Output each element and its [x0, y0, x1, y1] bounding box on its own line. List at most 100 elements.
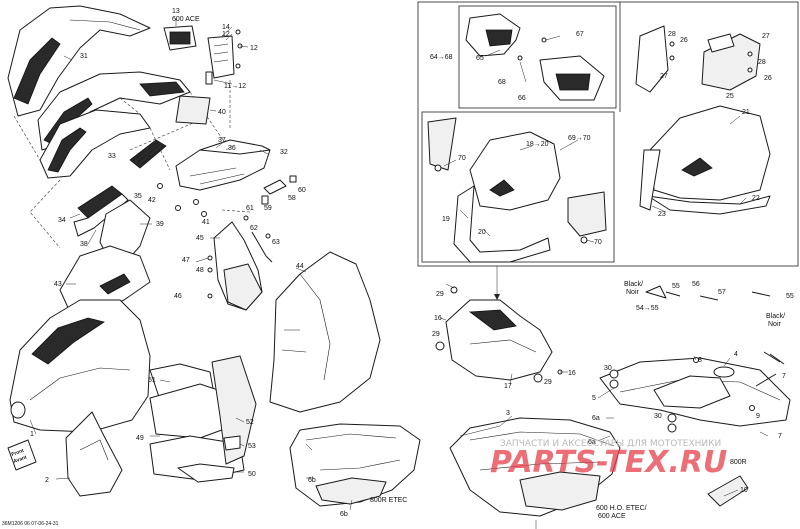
lower-nose-2 [65, 411, 123, 497]
side-panel-31 [7, 5, 151, 117]
callout-56: 56 [692, 281, 700, 288]
callout-59: 59 [264, 205, 272, 212]
handguard-65-vent [485, 29, 513, 47]
callout-28-2: 28 [758, 59, 766, 66]
fastener-67 [541, 37, 547, 43]
callout-3: 3 [506, 410, 510, 417]
callout-18-20: 18→20 [526, 141, 549, 148]
callout-57: 57 [718, 289, 726, 296]
windshield-21-logo [681, 157, 713, 177]
callout-5: 5 [592, 395, 596, 402]
callout-66: 66 [518, 95, 526, 102]
callout-6b-1: 6b [308, 477, 316, 484]
callout-29-3: 29 [544, 379, 552, 386]
callout-35: 35 [134, 193, 142, 200]
clip-56 [699, 295, 719, 301]
note-800r: 800R [730, 459, 747, 466]
note-600-ho-line1: 600 H.O. ETEC/ [596, 505, 647, 512]
belly-pan-800r-lines [305, 433, 401, 471]
fastener-42 [193, 199, 199, 205]
callout-6b-2: 6b [340, 511, 348, 518]
callout-50: 50 [248, 471, 256, 478]
front-stamp-line2: Avant [13, 454, 28, 464]
vent-4 [713, 366, 735, 378]
fastener-9 [749, 405, 755, 411]
diagram-reference: 36M1206 06 07-06-24-31 [2, 521, 59, 527]
front-stamp-line1: Front [11, 448, 25, 458]
callout-42: 42 [148, 197, 156, 204]
callout-52: 52 [246, 419, 254, 426]
grommet-29c [533, 373, 543, 383]
callout-6a-2: 6a [588, 439, 596, 446]
callout-48: 48 [196, 267, 204, 274]
callout-65: 65 [476, 55, 484, 62]
fastener-29a [450, 286, 458, 294]
connector-58 [263, 179, 287, 195]
callout-68: 68 [498, 79, 506, 86]
callout-55-2: 55 [786, 293, 794, 300]
callout-49: 49 [136, 435, 144, 442]
callout-4: 4 [734, 351, 738, 358]
callout-29-1: 29 [436, 291, 444, 298]
clip-55b [751, 291, 771, 297]
callout-21: 21 [742, 109, 750, 116]
deflector-tab [707, 33, 735, 53]
hood-1-line [29, 367, 131, 401]
side-panel-mid [39, 109, 151, 179]
inset-frame [417, 1, 799, 267]
windshield-21 [649, 105, 771, 201]
fastener-12b [235, 63, 241, 69]
clip-57b [763, 351, 781, 363]
clip-59 [261, 195, 269, 205]
watermark-tagline: ЗАПЧАСТИ И АКСЕССУАРЫ ДЛЯ МОТОТЕХНИКИ [500, 439, 721, 449]
callout-62: 62 [250, 225, 258, 232]
deflector-69 [427, 117, 457, 171]
console-top-36 [199, 139, 271, 155]
callout-17: 17 [504, 383, 512, 390]
side-panel-44-lines [281, 329, 307, 353]
callout-63: 63 [272, 239, 280, 246]
callout-54-55: 54→55 [636, 305, 659, 312]
fastener-47 [207, 255, 213, 261]
fastener-28a [669, 41, 675, 47]
note-800r-etec: 800R ETEC [370, 497, 407, 504]
windshield-18-logo [489, 179, 515, 197]
hood-1-stripe [31, 317, 105, 365]
callout-46: 46 [174, 293, 182, 300]
callout-37: 37 [218, 137, 226, 144]
callout-38: 38 [80, 241, 88, 248]
callout-29-2: 29 [432, 331, 440, 338]
note-black-noir-2b: Noir [768, 321, 782, 328]
callout-9: 9 [756, 413, 760, 420]
callout-6a-1: 6a [592, 415, 600, 422]
fastener-68 [517, 55, 523, 61]
grommet-30a [609, 369, 619, 379]
note-black-noir-2a: Black/ [766, 313, 785, 320]
callout-51: 51 [148, 377, 156, 384]
console-ribs [189, 167, 245, 185]
callout-26-1: 26 [680, 37, 688, 44]
callout-22: 22 [752, 195, 760, 202]
grommet-30b [609, 379, 619, 389]
connector-11 [205, 71, 213, 85]
grommet-30c [667, 413, 677, 423]
fastener-27a [669, 55, 675, 61]
belly-pan-600-lines [469, 431, 615, 471]
callout-2: 2 [45, 477, 49, 484]
inset-windshield-option [421, 111, 615, 263]
decal-10 [707, 475, 749, 507]
callout-7-1: 7 [778, 433, 782, 440]
callout-14: 14 [222, 24, 230, 31]
callout-13: 13 [172, 8, 180, 15]
callout-12-2: 12 [222, 31, 230, 38]
callout-11: 11→12 [224, 83, 246, 90]
side-strip-52 [211, 355, 257, 465]
inset-pointer-head [494, 294, 500, 300]
grille-33-slats [133, 141, 165, 165]
callout-32: 32 [280, 149, 288, 156]
callout-30-1: 30 [604, 365, 612, 372]
note-black-noir-1a: Black/ [624, 281, 643, 288]
fastener-48 [207, 267, 213, 273]
